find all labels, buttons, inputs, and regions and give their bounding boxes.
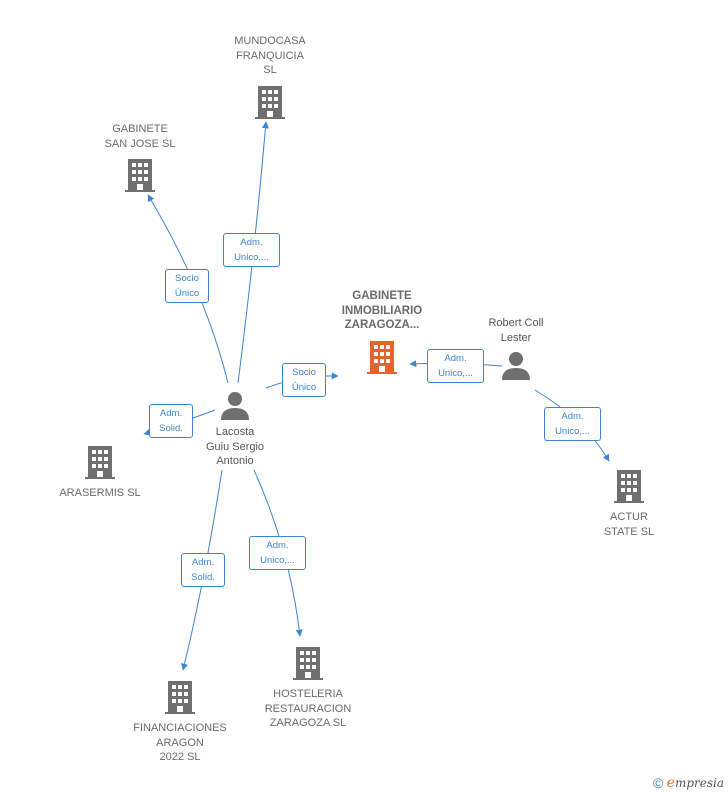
node-label: ACTUR STATE SL [603, 511, 655, 538]
copyright-icon: © [652, 775, 664, 791]
node-gabinete-san-jose[interactable]: GABINETE SAN JOSE SL [75, 122, 205, 193]
relation-label-actur[interactable]: Adm. Unico,... [544, 407, 601, 441]
relation-label-financiaciones[interactable]: Adm. Solid. [181, 553, 225, 587]
relation-label-mundocasa[interactable]: Adm. Unico,... [223, 233, 280, 267]
person-icon [502, 352, 530, 380]
node-actur-state[interactable]: ACTUR STATE SL [579, 468, 679, 539]
node-label: GABINETE INMOBILIARIO ZARAGOZA... [341, 290, 423, 331]
node-lacosta-guiu-sergio-antonio[interactable]: Lacosta Guiu Sergio Antonio [185, 389, 285, 469]
building-icon [367, 340, 397, 374]
brand-logo-e: e [666, 775, 675, 791]
brand-footer: © empresia [653, 775, 724, 791]
person-icon [221, 392, 249, 420]
node-mundocasa[interactable]: MUNDOCASA FRANQUICIA SL [205, 34, 335, 120]
node-arasermis[interactable]: ARASERMIS SL [40, 444, 160, 501]
node-label: Lacosta Guiu Sergio Antonio [205, 426, 265, 467]
node-label: HOSTELERIA RESTAURACION ZARAGOZA SL [264, 688, 352, 729]
building-icon [614, 470, 644, 503]
node-label: ARASERMIS SL [59, 487, 141, 499]
node-label: Robert Coll Lester [488, 317, 544, 344]
relation-label-arasermis[interactable]: Adm. Solid. [149, 404, 193, 438]
node-robert-coll-lester[interactable]: Robert Coll Lester [466, 316, 566, 381]
node-label: GABINETE SAN JOSE SL [104, 123, 176, 150]
node-financiaciones-aragon[interactable]: FINANCIACIONES ARAGON 2022 SL [115, 679, 245, 765]
building-icon [255, 85, 285, 119]
node-hosteleria-restauracion-zaragoza[interactable]: HOSTELERIA RESTAURACION ZARAGOZA SL [243, 645, 373, 731]
building-icon [85, 446, 115, 479]
node-label: MUNDOCASA FRANQUICIA SL [234, 35, 306, 76]
node-gabinete-inmobiliario-zaragoza[interactable]: GABINETE INMOBILIARIO ZARAGOZA... [312, 289, 452, 375]
relation-label-focus[interactable]: Socio Único [282, 363, 326, 397]
relation-label-hosteleria[interactable]: Adm. Unico,... [249, 536, 306, 570]
building-icon [125, 159, 155, 192]
relation-label-san-jose[interactable]: Socio Único [165, 269, 209, 303]
building-icon [293, 647, 323, 680]
brand-logo-text: mpresia [674, 776, 724, 790]
node-label: FINANCIACIONES ARAGON 2022 SL [133, 722, 227, 763]
building-icon [165, 681, 195, 714]
relation-label-robert-focus[interactable]: Adm. Unico,... [427, 349, 484, 383]
